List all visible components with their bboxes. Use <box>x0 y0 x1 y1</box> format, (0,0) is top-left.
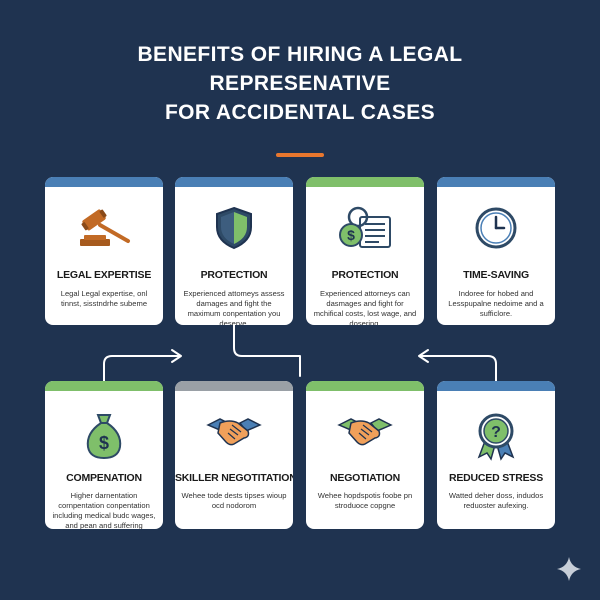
card-body: Wehee tode dests tipses wioup ocd nodoro… <box>181 491 287 510</box>
card-cap <box>437 381 555 391</box>
card-body: Higher darnentation cornpentation conpen… <box>52 491 156 529</box>
shield-icon <box>175 205 293 251</box>
card-title: COMPENATION <box>66 472 142 484</box>
card-body: Legal Legal expertise, onl tinnst, sisst… <box>60 289 148 308</box>
card-body: Wehee hopdspotis foobe pn stroduoce copg… <box>317 491 413 510</box>
page-title: BENEFITS OF HIRING A LEGAL REPRESENATIVE… <box>0 40 600 127</box>
title-line-3: FOR ACCIDENTAL CASES <box>164 101 436 124</box>
card-reduced-stress: ? REDUCED STRESS Watted deher doss, indu… <box>437 381 555 529</box>
card-cap <box>306 381 424 391</box>
card-title: LEGAL EXPERTISE <box>56 269 152 281</box>
arrow-right-head <box>418 349 429 363</box>
question-badge-icon: ? <box>437 411 555 461</box>
card-title: TIME-SAVING <box>463 269 529 281</box>
card-cap <box>437 177 555 187</box>
svg-text:?: ? <box>491 424 501 441</box>
card-title: PROTECTION <box>331 269 399 281</box>
center-connector <box>233 324 301 377</box>
title-accent-bar <box>276 153 324 157</box>
arrow-left-head <box>171 349 182 363</box>
card-body: Experienced attomeys assess damages and … <box>183 289 285 325</box>
svg-text:$: $ <box>347 227 355 243</box>
handshake-icon <box>175 411 293 451</box>
card-cap <box>45 381 163 391</box>
title-line-1: BENEFITS OF HIRING A LEGAL <box>137 43 463 66</box>
money-document-icon: $ <box>306 205 424 253</box>
card-cap <box>175 177 293 187</box>
arrow-left-connector <box>103 355 181 382</box>
card-protection-2: $ PROTECTION Experienced attorneys can d… <box>306 177 424 325</box>
card-legal-expertise: LEGAL EXPERTISE Legal Legal expertise, o… <box>45 177 163 325</box>
arrow-right-connector <box>419 355 497 382</box>
handshake-icon <box>306 411 424 451</box>
card-cap <box>175 381 293 391</box>
card-skilled-negotiation: SKILLER NEGOTITATION Wehee tode dests ti… <box>175 381 293 529</box>
card-negotiation: NEGOTIATION Wehee hopdspotis foobe pn st… <box>306 381 424 529</box>
title-line-2: REPRESENATIVE <box>209 72 391 95</box>
gavel-icon <box>45 205 163 249</box>
card-body: Watted deher doss, indudos reduoster auf… <box>448 491 544 510</box>
card-title: PROTECTION <box>200 269 268 281</box>
svg-text:$: $ <box>99 433 109 453</box>
card-title: SKILLER NEGOTITATION <box>175 472 293 484</box>
card-protection-1: PROTECTION Experienced attomeys assess d… <box>175 177 293 325</box>
sparkle-icon <box>557 557 581 581</box>
clock-icon <box>437 205 555 251</box>
card-cap <box>306 177 424 187</box>
card-time-saving: TIME-SAVING Indoree for hobed and Lesspu… <box>437 177 555 325</box>
card-title: REDUCED STRESS <box>448 472 544 484</box>
money-bag-icon: $ <box>45 411 163 461</box>
card-body: Experienced attorneys can dasmages and f… <box>313 289 417 325</box>
card-cap <box>45 177 163 187</box>
card-compensation: $ COMPENATION Higher darnentation cornpe… <box>45 381 163 529</box>
card-title: NEGOTIATION <box>330 472 400 484</box>
card-body: Indoree for hobed and Lesspupalne nedoim… <box>448 289 544 318</box>
